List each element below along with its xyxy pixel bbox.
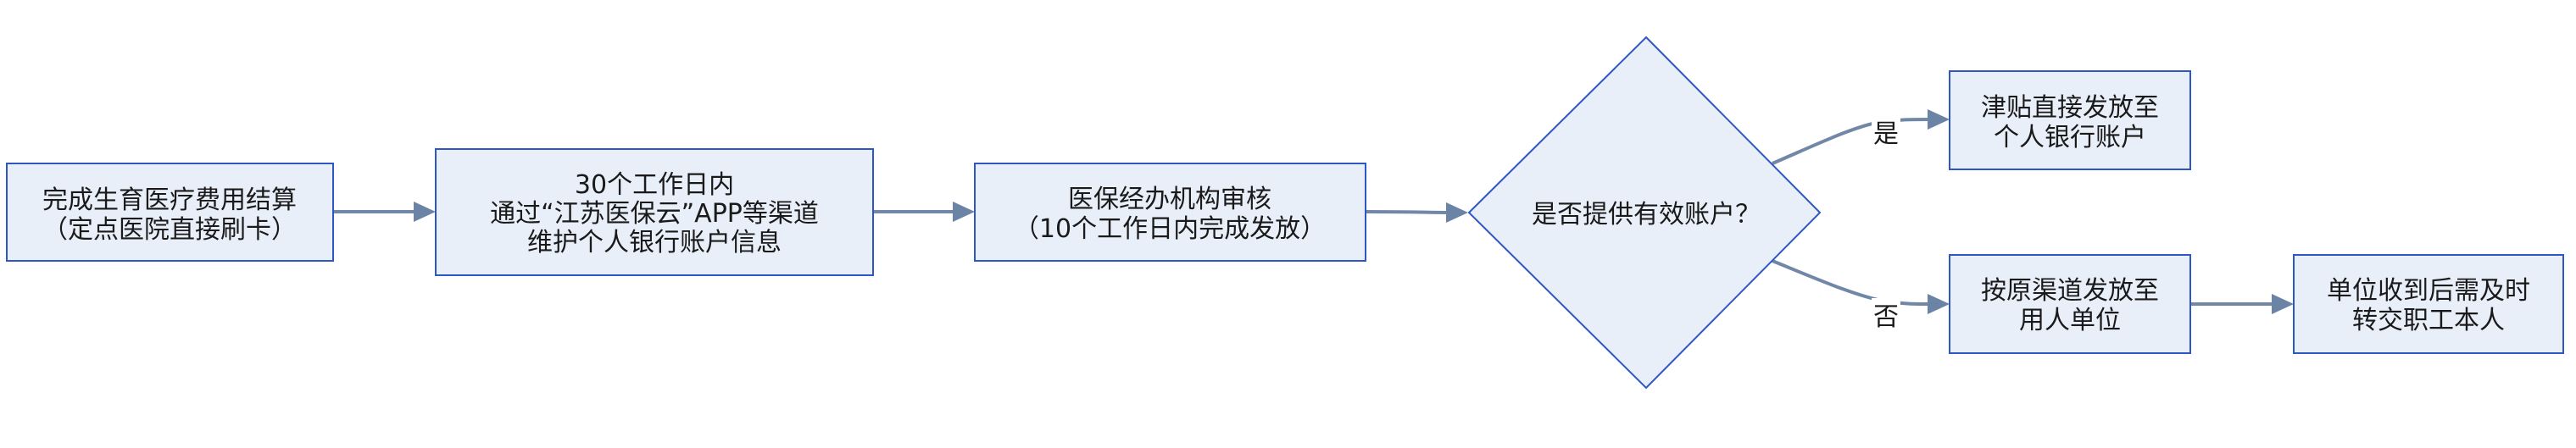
node-to-person-line-1: 津贴直接发放至 — [1981, 93, 2159, 123]
arrowhead-decision — [1446, 202, 1468, 223]
arrowhead-employer-transfer — [2272, 294, 2294, 314]
node-employer-transfer-line-1: 单位收到后需及时 — [2327, 276, 2530, 306]
arrowhead-to-person — [1928, 109, 1950, 130]
node-bank-info-line-3: 维护个人银行账户信息 — [527, 228, 782, 257]
edge-label-yes: 是 — [1873, 119, 1899, 149]
node-bank-info-line-2: 通过“江苏医保云”APP等渠道 — [490, 199, 819, 229]
nodes: 完成生育医疗费用结算 （定点医院直接刷卡） 30个工作日内 通过“江苏医保云”A… — [6, 36, 2564, 390]
edge-decision-to-employer — [1772, 259, 1932, 306]
node-decision-diamond — [1467, 36, 1822, 390]
node-review-line-2: （10个工作日内完成发放） — [1014, 214, 1326, 244]
node-bank-info-box — [435, 148, 874, 276]
node-to-employer: 按原渠道发放至 用人单位 — [1949, 254, 2191, 354]
edge-label-no: 否 — [1873, 302, 1899, 332]
node-settlement-box — [6, 163, 334, 262]
node-to-person-box — [1949, 70, 2191, 170]
node-decision-label: 是否提供有效账户？ — [1532, 200, 1761, 230]
node-settlement: 完成生育医疗费用结算 （定点医院直接刷卡） — [6, 163, 334, 262]
node-review: 医保经办机构审核 （10个工作日内完成发放） — [974, 163, 1366, 262]
node-to-person-line-2: 个人银行账户 — [1994, 123, 2146, 152]
edge-label-no-bg — [1872, 298, 1900, 334]
edge-label-yes-bg — [1872, 115, 1900, 151]
node-to-employer-line-2: 用人单位 — [2019, 306, 2121, 335]
node-bank-info: 30个工作日内 通过“江苏医保云”APP等渠道 维护个人银行账户信息 — [435, 148, 874, 276]
node-bank-info-line-1: 30个工作日内 — [575, 170, 734, 200]
node-settlement-line-1: 完成生育医疗费用结算 — [42, 185, 297, 215]
node-review-line-1: 医保经办机构审核 — [1068, 185, 1271, 214]
node-settlement-line-2: （定点医院直接刷卡） — [42, 215, 297, 245]
edge-decision-to-person — [1772, 118, 1932, 165]
node-decision: 是否提供有效账户？ — [1467, 36, 1822, 390]
node-to-person: 津贴直接发放至 个人银行账户 — [1949, 70, 2191, 170]
node-to-employer-line-1: 按原渠道发放至 — [1981, 276, 2159, 306]
node-to-employer-box — [1949, 254, 2191, 354]
edge-review-to-decision — [1365, 210, 1450, 214]
node-employer-transfer: 单位收到后需及时 转交职工本人 — [2293, 254, 2564, 354]
node-employer-transfer-box — [2293, 254, 2564, 354]
node-review-box — [974, 163, 1366, 262]
node-employer-transfer-line-2: 转交职工本人 — [2352, 306, 2505, 335]
arrowhead-review — [953, 202, 975, 222]
arrowhead-bank-info — [414, 202, 436, 222]
arrowhead-to-employer — [1928, 294, 1950, 314]
edges: 是 否 — [333, 109, 2294, 334]
